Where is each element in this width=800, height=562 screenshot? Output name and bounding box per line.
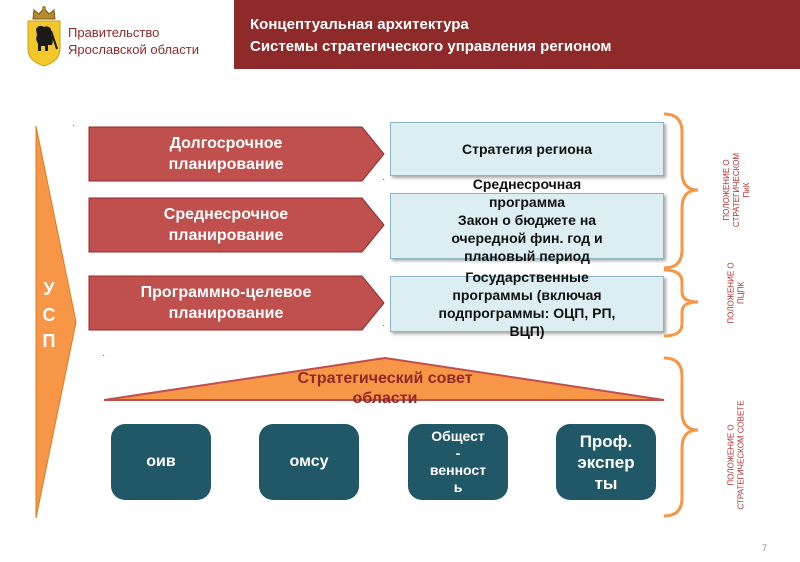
- planning-label-line: Среднесрочное: [163, 206, 289, 223]
- usp-letter: У: [43, 279, 55, 299]
- member-label-line: ты: [594, 473, 618, 493]
- program-planning-arrow: [88, 275, 385, 331]
- strategic-council-triangle: [104, 356, 665, 401]
- member-box-public: Общест - венност ь: [408, 424, 508, 500]
- side-note-line: ПОЛОЖЕНИЕ О: [722, 159, 731, 221]
- decorative-dot: ·: [102, 350, 106, 361]
- planning-label-line: Программно-целевое: [140, 284, 312, 301]
- planning-label-line: планирование: [168, 227, 284, 244]
- slide-title-line-1: Концептуальная архитектура: [250, 16, 469, 33]
- document-box-strategy: Стратегия региона: [390, 122, 664, 176]
- slide-title: Концептуальная архитектура Системы страт…: [250, 14, 790, 58]
- long-term-planning-arrow: [88, 126, 385, 182]
- member-label-line: -: [455, 445, 461, 461]
- page-number: 7: [762, 543, 768, 553]
- member-label-line: Общест: [431, 428, 485, 444]
- member-box-omsu: омсу: [259, 424, 359, 500]
- member-label-line: Проф.: [579, 431, 633, 451]
- side-note-line: ПиК: [742, 182, 751, 198]
- member-box-experts: Проф. экспер ты: [556, 424, 656, 500]
- member-label-line: венност: [429, 462, 487, 478]
- header-bar: [234, 0, 800, 69]
- decorative-dot: ·: [382, 320, 386, 331]
- member-label: оив: [146, 453, 176, 470]
- planning-label-line: Долгосрочное: [169, 135, 283, 152]
- document-line: программа: [488, 194, 566, 210]
- planning-label-line: планирование: [168, 305, 284, 322]
- document-line: программы (включая: [452, 287, 602, 303]
- strategic-council-label: Стратегический совет области: [230, 369, 540, 409]
- member-label: омсу: [289, 453, 329, 470]
- mid-term-planning-arrow: [88, 197, 385, 253]
- side-note-line: ПОЛОЖЕНИЕ О: [727, 262, 736, 324]
- slide-title-line-2: Системы стратегического управления регио…: [250, 38, 612, 55]
- side-note-line: ПЦПК: [737, 281, 746, 305]
- organization-name-line-2: Ярославской области: [68, 42, 199, 57]
- usp-abbreviation: У С П: [34, 276, 64, 354]
- decorative-dot: ·: [382, 174, 386, 185]
- document-line: Стратегия региона: [461, 141, 592, 157]
- side-note-strategic: ПОЛОЖЕНИЕ О СТРАТЕГИЧЕСКОМ ПиК: [697, 150, 777, 230]
- document-line: подпрограммы: ОЦП, РП,: [438, 305, 616, 321]
- organization-name: Правительство Ярославской области: [68, 24, 199, 58]
- document-line: плановый период: [464, 248, 590, 264]
- council-label-line: Стратегический совет: [297, 370, 473, 387]
- mid-term-planning-label: Среднесрочное планирование: [96, 204, 356, 246]
- member-label-line: экспер: [577, 452, 635, 472]
- side-note-line: СТРАТЕГИЧЕСКОМ: [732, 152, 741, 228]
- document-line: Закон о бюджете на: [457, 212, 597, 228]
- planning-label-line: планирование: [168, 156, 284, 173]
- side-note-pcpk: ПОЛОЖЕНИЕ О ПЦПК: [697, 262, 777, 323]
- long-term-planning-label: Долгосрочное планирование: [96, 133, 356, 175]
- document-line: очередной фин. год и: [451, 230, 603, 246]
- side-note-council: ПОЛОЖЕНИЕ О СТРАТЕГИЧЕСКОМ СОВЕТЕ: [677, 395, 797, 515]
- member-label-line: ь: [453, 479, 463, 495]
- usp-arrow: [35, 126, 77, 518]
- document-box-programs: Государственные программы (включая подпр…: [390, 269, 664, 339]
- side-note-line: СТРАТЕГИЧЕСКОМ СОВЕТЕ: [737, 400, 746, 510]
- organization-name-line-1: Правительство: [68, 25, 160, 40]
- usp-letter: П: [42, 331, 56, 351]
- decorative-dot: ·: [72, 120, 76, 131]
- side-note-line: ПОЛОЖЕНИЕ О: [727, 424, 736, 486]
- usp-letter: С: [42, 305, 56, 325]
- member-box-oiv: оив: [111, 424, 211, 500]
- document-line: Среднесрочная: [472, 176, 582, 192]
- document-line: Государственные: [465, 269, 589, 285]
- regulation-brackets: [663, 112, 699, 518]
- yaroslavl-bear-emblem-icon: [27, 6, 61, 67]
- program-planning-label: Программно-целевое планирование: [96, 282, 356, 324]
- document-box-midterm: Среднесрочная программа Закон о бюджете …: [390, 176, 664, 264]
- document-line: ВЦП): [509, 323, 545, 339]
- council-label-line: области: [352, 390, 418, 407]
